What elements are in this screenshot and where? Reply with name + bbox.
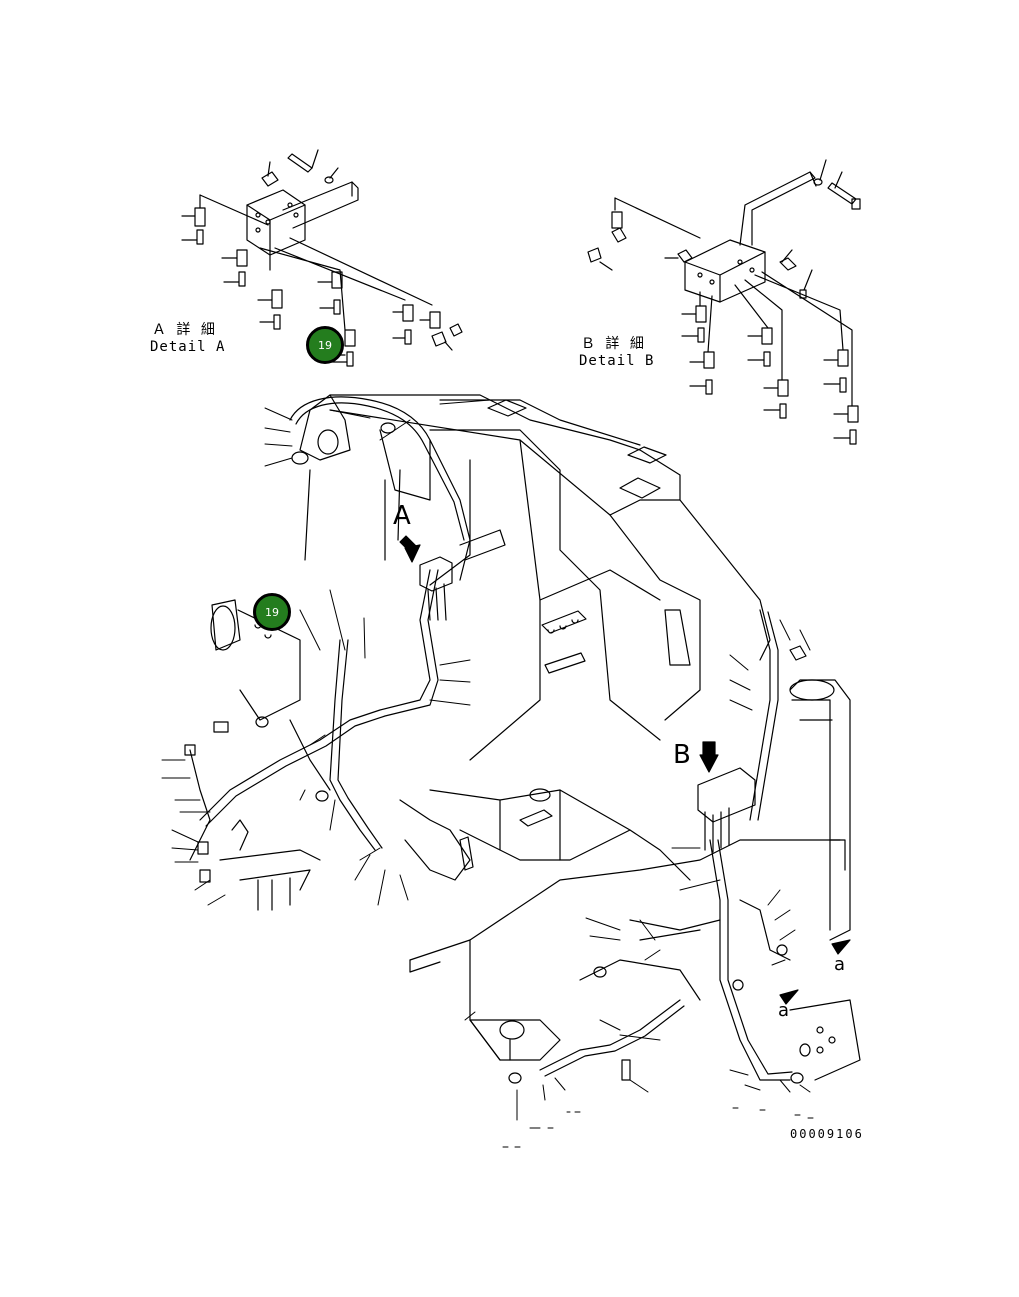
view-marker-a-small-1: a <box>834 954 846 975</box>
leader-lines <box>161 399 814 1148</box>
arrow-a-icon <box>399 535 421 563</box>
detail-a-drawing <box>181 149 463 367</box>
view-arrows <box>399 535 851 1005</box>
hose-routing <box>184 396 811 1084</box>
detail-a-label-en: Detail A <box>150 339 226 355</box>
arrow-a2-icon <box>779 989 799 1005</box>
callout-number: 19 <box>318 338 332 352</box>
callout-number: 19 <box>265 605 279 619</box>
drawing-number: 00009106 <box>790 1127 864 1141</box>
detail-b-label-en: Detail B <box>579 353 655 369</box>
arrow-a1-icon <box>831 939 851 955</box>
machine-frame <box>210 394 861 1081</box>
detail-b-label-jp: Ｂ 詳 細 <box>581 336 645 352</box>
detail-b-drawing <box>587 159 861 445</box>
view-marker-b: B <box>673 740 691 770</box>
view-marker-a: A <box>393 501 411 531</box>
detail-a-label-jp: Ａ 詳 細 <box>152 322 216 338</box>
view-marker-a-small-2: a <box>778 1000 790 1021</box>
arrow-b-icon <box>699 741 719 773</box>
callout-19-main[interactable]: 19 <box>253 593 291 631</box>
callout-19-detail-a[interactable]: 19 <box>306 326 344 364</box>
